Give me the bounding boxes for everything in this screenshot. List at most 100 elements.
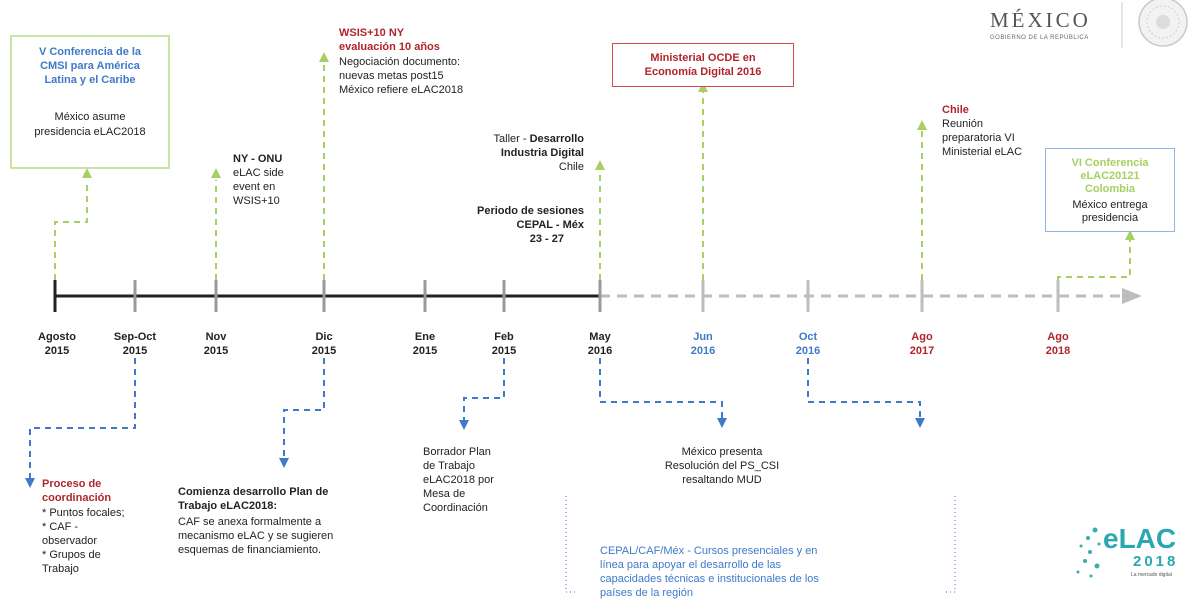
connector-comienza bbox=[283, 358, 325, 458]
arrow-up-icon bbox=[595, 160, 605, 170]
arrow-down-icon bbox=[25, 478, 35, 488]
event-body: Resolución del PS_CSI bbox=[664, 460, 780, 472]
event-title: Comienza desarrollo Plan de bbox=[178, 486, 329, 498]
elac-logo-tagline: La mercado digital bbox=[1131, 572, 1172, 578]
event-body: CAF se anexa formalmente a bbox=[178, 516, 322, 528]
event-title: Ministerial OCDE en bbox=[650, 52, 756, 64]
arrow-up-icon bbox=[917, 120, 927, 130]
event-body: eLAC side bbox=[233, 167, 284, 179]
event-title: Industria Digital bbox=[500, 147, 584, 159]
event-title: Latina y el Caribe bbox=[44, 74, 136, 86]
event-body: event en bbox=[233, 181, 276, 193]
event-title: Periodo de sesiones bbox=[477, 205, 584, 217]
event-body: Ministerial eLAC bbox=[942, 146, 1023, 158]
event-body: resaltando MUD bbox=[682, 474, 762, 486]
event-vi-conferencia: VI Conferencia eLAC20121 Colombia México… bbox=[1045, 148, 1175, 232]
mexico-logo-subtitle: GOBIERNO DE LA REPÚBLICA bbox=[990, 35, 1089, 41]
connector-mexico-presenta bbox=[599, 358, 723, 418]
event-body: México refiere eLAC2018 bbox=[339, 84, 464, 96]
event-title: 23 - 27 bbox=[529, 233, 564, 245]
list-item: observador bbox=[42, 535, 98, 547]
connector-vi-conferencia bbox=[1057, 240, 1131, 280]
coat-of-arms-seal-icon bbox=[1121, 0, 1188, 48]
event-body: presidencia bbox=[1081, 212, 1139, 224]
event-body: mecanismo eLAC y se sugieren bbox=[178, 530, 334, 542]
event-body: Reunión bbox=[942, 118, 983, 130]
list-item: Trabajo bbox=[42, 563, 79, 575]
event-title: CMSI para América bbox=[40, 60, 140, 72]
event-body: CEPAL/CAF/Méx - Cursos presenciales y en bbox=[600, 545, 818, 557]
arrow-up-icon bbox=[211, 168, 221, 178]
event-title: WSIS+10 NY bbox=[339, 27, 405, 39]
event-body: nuevas metas post15 bbox=[339, 70, 444, 82]
connector-proceso bbox=[29, 358, 136, 478]
list-item: * CAF - bbox=[42, 521, 79, 533]
arrow-up-icon bbox=[698, 82, 708, 92]
bracket-cepal-right bbox=[945, 496, 956, 593]
event-body: WSIS+10 bbox=[233, 195, 280, 207]
event-body: Mesa de bbox=[423, 488, 466, 500]
event-body: presidencia eLAC2018 bbox=[34, 126, 146, 138]
arrow-down-icon bbox=[717, 418, 727, 428]
event-title: Economía Digital 2016 bbox=[644, 66, 762, 78]
event-body: esquemas de financiamiento. bbox=[178, 544, 322, 556]
timeline-arrowhead-icon bbox=[1122, 288, 1142, 304]
connector-cepal-cursos bbox=[807, 358, 921, 418]
elac-logo-dots-icon bbox=[1076, 527, 1101, 578]
arrow-up-icon bbox=[319, 52, 329, 62]
event-title: Proceso de bbox=[42, 478, 102, 490]
event-title: Trabajo eLAC2018: bbox=[178, 500, 278, 512]
event-body: Negociación documento: bbox=[339, 56, 461, 68]
event-body: Coordinación bbox=[423, 502, 488, 514]
list-item: * Puntos focales; bbox=[42, 507, 125, 519]
list-item: * Grupos de bbox=[42, 549, 101, 561]
event-title: CEPAL - Méx bbox=[516, 219, 584, 231]
event-body: eLAC2018 por bbox=[423, 474, 494, 486]
event-body: preparatoria VI bbox=[942, 132, 1015, 144]
elac-logo-brand: eLAC bbox=[1103, 523, 1177, 554]
connector-v-conferencia bbox=[54, 180, 88, 280]
event-body: Chile bbox=[558, 161, 584, 173]
event-body: línea para apoyar el desarrollo de las bbox=[600, 559, 782, 571]
event-body: de Trabajo bbox=[423, 460, 475, 472]
arrow-up-icon bbox=[1125, 230, 1135, 240]
event-body: México asume bbox=[54, 111, 126, 123]
event-title: Chile bbox=[942, 104, 969, 116]
event-ocde: Ministerial OCDE en Economía Digital 201… bbox=[612, 43, 794, 87]
event-body: México presenta bbox=[681, 446, 763, 458]
arrow-down-icon bbox=[459, 420, 469, 430]
arrow-down-icon bbox=[279, 458, 289, 468]
event-title: eLAC20121 bbox=[1080, 170, 1140, 182]
elac-logo-year: 2018 bbox=[1133, 553, 1179, 570]
event-title: NY - ONU bbox=[233, 153, 283, 165]
arrow-down-icon bbox=[915, 418, 925, 428]
event-v-conferencia: V Conferencia de la CMSI para América La… bbox=[10, 35, 170, 169]
timeline-ticks bbox=[53, 280, 1060, 312]
bracket-cepal-left bbox=[565, 496, 576, 593]
event-body: países de la región bbox=[600, 587, 693, 599]
event-title: V Conferencia de la bbox=[38, 46, 142, 58]
event-title: VI Conferencia bbox=[1071, 157, 1149, 169]
event-body: capacidades técnicas e institucionales d… bbox=[600, 573, 819, 585]
connector-borrador bbox=[463, 358, 505, 420]
event-title: Taller - Desarrollo bbox=[493, 133, 584, 145]
event-body: México entrega bbox=[1072, 199, 1148, 211]
mexico-logo-word: MÉXICO bbox=[990, 8, 1091, 32]
event-title: evaluación 10 años bbox=[339, 41, 440, 53]
event-title: Colombia bbox=[1084, 183, 1136, 195]
arrow-up-icon bbox=[82, 168, 92, 178]
event-body: Borrador Plan bbox=[423, 446, 491, 458]
event-title: coordinación bbox=[42, 492, 112, 504]
